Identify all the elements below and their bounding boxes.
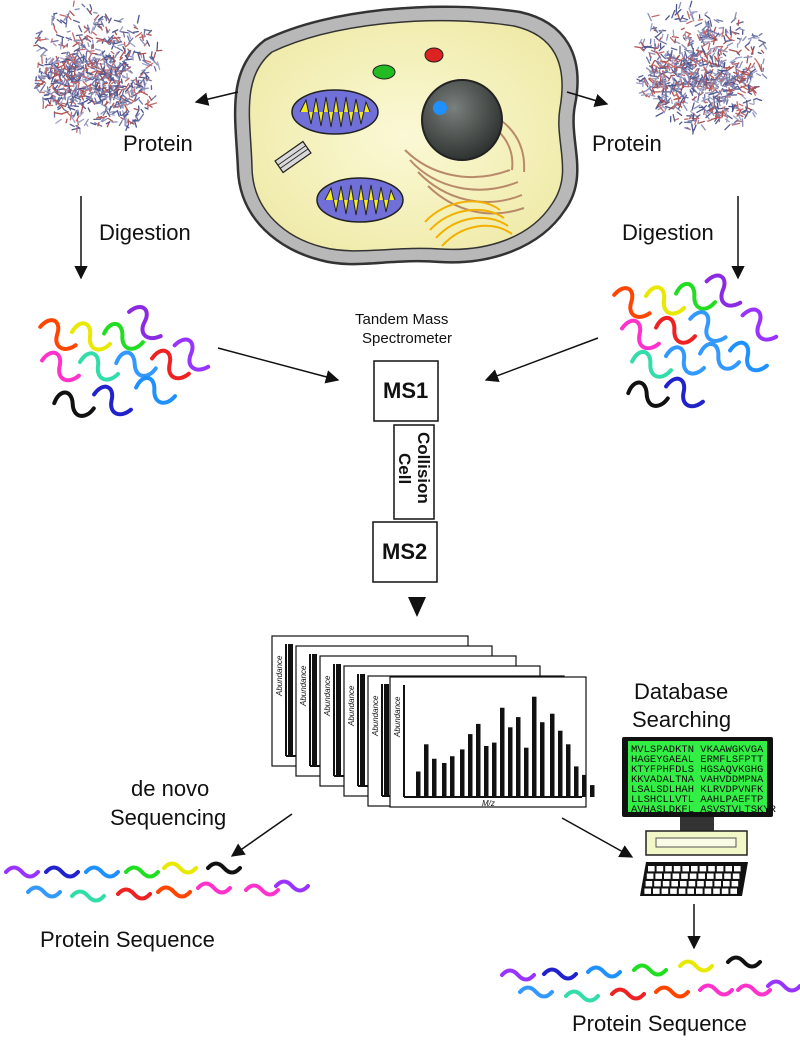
digestion-label-right: Digestion: [622, 220, 714, 245]
tandem-label-line1: Tandem Mass: [355, 311, 448, 328]
mitochondrion-bottom: [316, 177, 404, 223]
spectrum-ylabel: Abundance: [371, 695, 380, 737]
monitor-line: HAGEYGAEAL ERMFLSFPTT: [631, 754, 763, 766]
protein-structure-left: [33, 0, 163, 135]
spectrum-ylabel: Abundance: [323, 675, 332, 717]
protein-sequence-label-right: Protein Sequence: [572, 1011, 747, 1036]
monitor-line: KTYFPHFDLS HGSAQVKGHG: [631, 764, 763, 776]
protein-structure-right: [634, 0, 768, 135]
ms2-box: [372, 521, 438, 583]
monitor-line: MVLSPADKTN VKAAWGKVGA: [631, 744, 764, 756]
arrow-to-denovo: [230, 813, 293, 857]
golgi-apparatus: [424, 200, 513, 247]
digestion-label-left: Digestion: [99, 220, 191, 245]
collision-cell-box: [393, 424, 435, 520]
monitor-line: LSALSDLHAH KLRVDPVNFK: [631, 784, 764, 796]
collision-label-line1: Collision: [414, 432, 433, 504]
ms2-label: MS2: [382, 539, 427, 564]
spectrum-ylabel: Abundance: [275, 655, 284, 697]
collision-label-line2: Cell: [395, 453, 414, 484]
cell-illustration: [233, 5, 579, 266]
protein-label-right: Protein: [592, 131, 662, 156]
spectrum-ylabel: Abundance: [299, 665, 308, 707]
spectrum-ylabel: Abundance: [347, 685, 356, 727]
ms1-box: [373, 360, 439, 422]
denovo-label-line1: de novo: [131, 776, 209, 801]
monitor-line: LLSHCLLVTL AAHLPAEFTP: [631, 794, 763, 806]
database-label-line1: Database: [634, 679, 728, 704]
protein-sequence-peptides-right: [500, 955, 800, 1003]
monitor-neck: [680, 817, 714, 831]
arrow-to-database: [561, 817, 634, 858]
peptides-left: [38, 305, 211, 418]
disk-slot: [655, 837, 737, 848]
keyboard: [640, 862, 748, 896]
nucleus: [421, 79, 503, 161]
nucleolus: [433, 101, 447, 115]
arrow-ms2-to-spectra: [408, 597, 426, 617]
monitor-line: AVHASLDKFL ASVSTVLTSKYR: [631, 804, 777, 816]
mitochondrion-top: [291, 89, 379, 135]
green-vesicle: [372, 64, 396, 80]
protein-sequence-peptides-left: [4, 861, 310, 903]
protein-sequence-label-left: Protein Sequence: [40, 927, 215, 952]
monitor-line: KKVADALTNA VAHVDDMPNA: [631, 774, 764, 786]
arrow-cell-to-protein-right: [566, 91, 609, 107]
centriole: [274, 140, 312, 174]
arrow-peptides-left-to-ms1: [217, 347, 340, 384]
protein-label-left: Protein: [123, 131, 193, 156]
spectrum-ylabel: Abundance: [393, 696, 402, 738]
red-vesicle: [424, 47, 444, 63]
tandem-label-line2: Spectrometer: [362, 330, 452, 347]
denovo-label-line2: Sequencing: [110, 805, 226, 830]
spectrum-xlabel: M/z: [482, 799, 495, 808]
database-label-line2: Searching: [632, 707, 731, 732]
ms1-label: MS1: [383, 378, 428, 403]
arrow-cell-to-protein-left: [194, 91, 239, 106]
peptides-right: [612, 273, 779, 409]
monitor-screen: [628, 741, 767, 812]
arrow-peptides-right-to-ms1: [484, 337, 599, 383]
